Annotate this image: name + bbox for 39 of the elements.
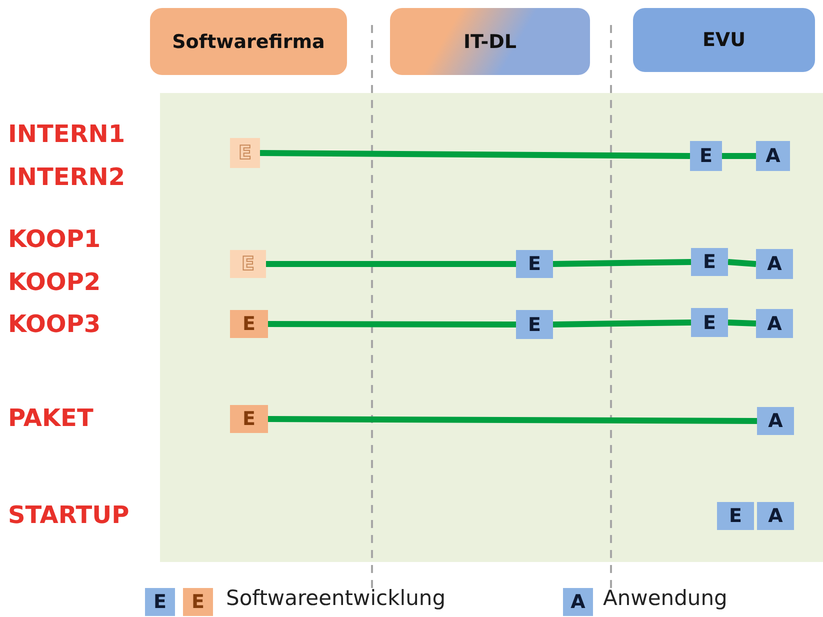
role-header: EVU <box>633 8 815 72</box>
legend-swatch: E <box>145 588 175 616</box>
row-label: INTERN1 <box>8 120 126 148</box>
connector-line <box>552 259 692 267</box>
connector-line <box>728 259 756 267</box>
application-square: A <box>757 407 794 435</box>
application-square: A <box>756 249 793 279</box>
connector-line <box>268 416 758 424</box>
connector-line <box>728 320 756 326</box>
row-label: KOOP1 <box>8 225 101 253</box>
development-square: E <box>230 138 260 168</box>
row-label: KOOP3 <box>8 310 101 338</box>
application-square: A <box>757 502 794 530</box>
role-header: IT-DL <box>390 8 590 75</box>
development-square: E <box>516 310 553 339</box>
connector-line <box>266 261 516 267</box>
connector-line <box>552 320 692 328</box>
row-label: STARTUP <box>8 501 130 529</box>
development-square: E <box>516 250 553 278</box>
row-label: KOOP2 <box>8 268 101 296</box>
legend-label: Softwareentwicklung <box>226 586 446 610</box>
row-label: INTERN2 <box>8 163 126 191</box>
row-label: PAKET <box>8 404 94 432</box>
development-square: E <box>690 141 722 171</box>
legend-swatch: A <box>563 588 593 616</box>
connector-line <box>260 150 690 159</box>
application-square: A <box>756 141 790 171</box>
connector-line <box>722 153 756 159</box>
role-header: Softwarefirma <box>150 8 347 75</box>
connector-line <box>268 321 516 328</box>
development-square: E <box>230 405 268 433</box>
development-square: E <box>230 310 268 338</box>
legend-label: Anwendung <box>603 586 728 610</box>
development-square: E <box>691 308 728 337</box>
legend-swatch: E <box>183 588 213 616</box>
development-square: E <box>230 250 266 278</box>
development-square: E <box>717 502 754 530</box>
development-square: E <box>691 248 728 276</box>
application-square: A <box>756 309 793 338</box>
